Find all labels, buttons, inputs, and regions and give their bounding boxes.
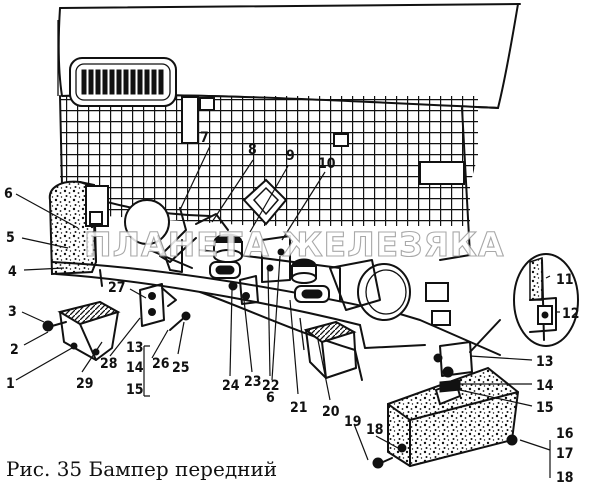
part-label-12: 12 bbox=[562, 306, 580, 322]
part-label-7: 7 bbox=[200, 130, 209, 146]
part-label-13-left: 13 bbox=[126, 340, 144, 356]
part-label-6-center: 6 bbox=[266, 390, 275, 406]
cab-windows bbox=[181, 96, 465, 185]
part-label-18-bottom: 18 bbox=[366, 422, 384, 438]
left-bumper-end bbox=[48, 180, 109, 276]
part-label-9: 9 bbox=[286, 148, 295, 164]
part-label-24: 24 bbox=[222, 378, 240, 394]
part-label-6: 6 bbox=[4, 186, 13, 202]
part-label-17: 17 bbox=[556, 446, 574, 462]
part-label-14-right: 14 bbox=[536, 378, 554, 394]
figure-caption: Рис. 35 Бампер передний bbox=[6, 457, 277, 481]
part-label-13-right: 13 bbox=[536, 354, 554, 370]
part-label-15-right: 15 bbox=[536, 400, 554, 416]
part-label-29: 29 bbox=[76, 376, 94, 392]
part-label-5: 5 bbox=[6, 230, 15, 246]
right-step bbox=[303, 320, 357, 379]
part-label-27: 27 bbox=[108, 280, 126, 296]
part-label-14-left: 14 bbox=[126, 360, 144, 376]
part-labels: 6 5 4 3 2 1 29 28 27 13 14 15 26 25 7 8 … bbox=[4, 130, 580, 486]
part-label-18-right: 18 bbox=[556, 470, 574, 486]
part-label-26: 26 bbox=[152, 356, 170, 372]
part-label-16: 16 bbox=[556, 426, 574, 442]
part-label-15-left: 15 bbox=[126, 382, 144, 398]
part-label-2: 2 bbox=[10, 342, 19, 358]
right-bumper-end bbox=[372, 366, 520, 469]
part-label-4: 4 bbox=[8, 264, 17, 280]
left-mount-bracket bbox=[139, 283, 191, 331]
cylindrical-parts bbox=[213, 233, 317, 284]
center-brackets bbox=[149, 207, 291, 305]
headlights bbox=[124, 199, 451, 326]
leader-lines bbox=[15, 145, 560, 478]
inset-detail bbox=[513, 253, 579, 347]
part-label-28: 28 bbox=[100, 356, 118, 372]
left-step bbox=[42, 300, 121, 361]
part-label-11: 11 bbox=[556, 272, 574, 288]
part-label-25: 25 bbox=[172, 360, 190, 376]
part-label-22: 22 bbox=[262, 378, 280, 394]
part-label-1: 1 bbox=[6, 376, 15, 392]
watermark-text: ПЛАНЕТА ЖЕЛЕЗЯКА bbox=[84, 225, 505, 264]
part-label-20: 20 bbox=[322, 404, 340, 420]
part-label-19: 19 bbox=[344, 414, 362, 430]
part-label-10: 10 bbox=[318, 156, 336, 172]
part-label-21: 21 bbox=[290, 400, 308, 416]
ventilation-grille bbox=[69, 57, 177, 107]
part-label-8: 8 bbox=[248, 142, 257, 158]
part-label-23: 23 bbox=[244, 374, 262, 390]
part-label-3: 3 bbox=[8, 304, 17, 320]
